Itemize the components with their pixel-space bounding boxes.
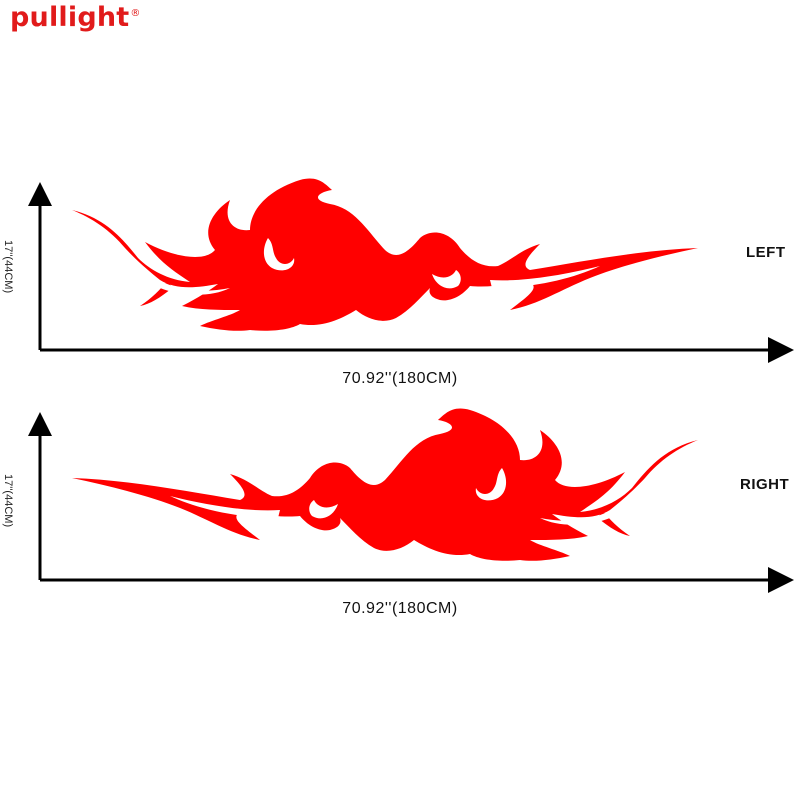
width-label-right: 70.92''(180CM) (342, 600, 458, 617)
right-decal-panel: 17''(44CM) RIGHT 70.92''(180CM) (0, 400, 800, 630)
brand-logo: pullight® (10, 2, 141, 33)
brand-name: pullight (10, 2, 130, 33)
vertical-arrowhead-left (28, 182, 52, 206)
horizontal-arrowhead-right (768, 567, 794, 593)
dimension-axes-right (38, 432, 772, 582)
height-label-right: 17''(44CM) (2, 474, 14, 528)
registered-mark: ® (130, 8, 141, 19)
height-label-left: 17''(44CM) (2, 240, 14, 294)
dimension-axes-left (38, 202, 772, 352)
flame-decal-left (72, 178, 698, 331)
side-label-right: RIGHT (740, 476, 790, 493)
flame-cutouts-left (150, 238, 600, 295)
horizontal-arrowhead-left (768, 337, 794, 363)
left-decal-panel: 17''(44CM) LEFT 70.92''(180CM) (0, 170, 800, 400)
side-label-left: LEFT (746, 244, 786, 261)
right-decal-diagram (28, 408, 794, 593)
left-decal-diagram (28, 178, 794, 363)
flame-decal-right (72, 408, 698, 561)
vertical-arrowhead-right (28, 412, 52, 436)
flame-cutouts-right (170, 468, 620, 525)
width-label-left: 70.92''(180CM) (342, 370, 458, 387)
